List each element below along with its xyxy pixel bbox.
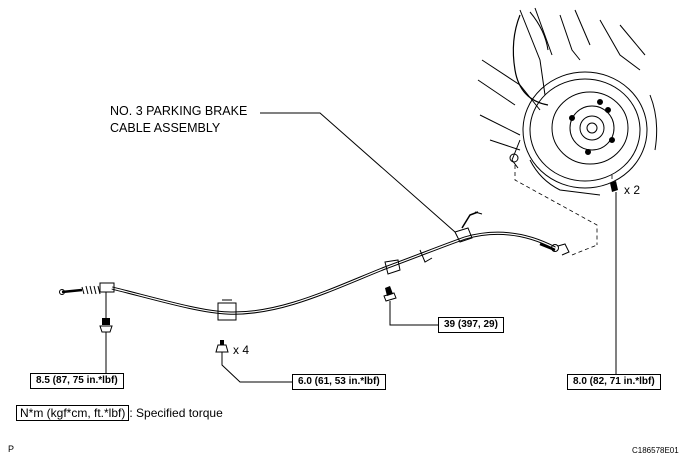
title-line-1: NO. 3 PARKING BRAKE [110,104,248,118]
clamp-bolt-quantity: x 4 [233,343,250,357]
dashed-guides [514,165,613,256]
torque-label-center-bolt: 39 (397, 29) [438,317,504,333]
parking-brake-cable [59,181,618,353]
leader-lines [105,112,617,383]
corner-mark: P [8,444,15,454]
brake-bolt-quantity: x 2 [624,183,641,197]
legend-description: : Specified torque [129,406,223,420]
torque-label-left-bolt: 8.5 (87, 75 in.*lbf) [30,373,124,389]
figure-code: C186578E01 [632,446,679,455]
legend-unit-box: N*m (kgf*cm, ft.*lbf) [16,405,130,421]
title-line-2: CABLE ASSEMBLY [110,121,221,135]
torque-label-brake-bolt: 8.0 (82, 71 in.*lbf) [567,374,661,390]
torque-legend: N*m (kgf*cm, ft.*lbf): Specified torque [16,405,223,421]
torque-label-clamp-bolt: 6.0 (61, 53 in.*lbf) [292,374,386,390]
brake-assembly-illustration [477,7,658,196]
cable-assembly-title: NO. 3 PARKING BRAKE CABLE ASSEMBLY [110,103,247,137]
